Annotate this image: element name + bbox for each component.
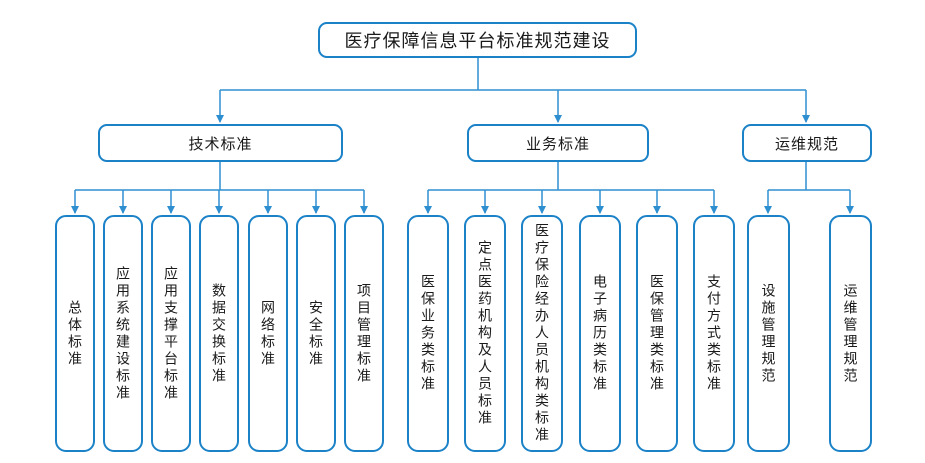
leaf-node-label: 医保管理类标准 <box>649 274 665 393</box>
leaf-node-label: 安全标准 <box>308 299 324 368</box>
leaf-node-label: 设施管理规范 <box>760 282 777 385</box>
root-node-platform-standards: 医疗保障信息平台标准规范建设 <box>318 22 637 58</box>
leaf-node: 应用支撑平台标准 <box>151 215 191 452</box>
leaf-node-label: 运维管理规范 <box>842 282 859 385</box>
leaf-node: 支付方式类标准 <box>693 215 735 452</box>
leaf-node: 医保业务类标准 <box>407 215 449 452</box>
leaf-node-label: 应用支撑平台标准 <box>163 265 179 402</box>
leaf-node-label: 支付方式类标准 <box>706 274 722 393</box>
leaf-node-label: 医疗保险经办人员机构类标准 <box>534 223 550 444</box>
leaf-node: 总体标准 <box>55 215 95 452</box>
leaf-node: 设施管理规范 <box>747 215 790 452</box>
leaf-node: 医保管理类标准 <box>636 215 678 452</box>
leaf-node-label: 网络标准 <box>260 299 276 368</box>
leaf-node: 项目管理标准 <box>344 215 384 452</box>
group-node-technical-standards: 技术标准 <box>98 124 343 162</box>
root-node-label: 医疗保障信息平台标准规范建设 <box>344 31 611 51</box>
leaf-node: 应用系统建设标准 <box>103 215 143 452</box>
leaf-node: 电子病历类标准 <box>579 215 621 452</box>
group-node-label: 运维规范 <box>774 135 839 153</box>
leaf-node-label: 数据交换标准 <box>211 282 227 385</box>
leaf-node-label: 医保业务类标准 <box>420 274 436 393</box>
group-node-label: 技术标准 <box>188 135 253 153</box>
leaf-node-label: 电子病历类标准 <box>592 274 608 393</box>
leaf-node-label: 总体标准 <box>67 299 83 368</box>
leaf-node-label: 定点医药机构及人员标准 <box>477 240 493 427</box>
leaf-node-label: 应用系统建设标准 <box>115 265 131 402</box>
leaf-node: 安全标准 <box>296 215 336 452</box>
group-node-business-standards: 业务标准 <box>467 124 649 162</box>
leaf-node: 运维管理规范 <box>829 215 872 452</box>
leaf-node: 定点医药机构及人员标准 <box>464 215 506 452</box>
group-node-label: 业务标准 <box>525 135 590 153</box>
leaf-node: 医疗保险经办人员机构类标准 <box>521 215 563 452</box>
leaf-node: 网络标准 <box>248 215 288 452</box>
leaf-node-label: 项目管理标准 <box>356 282 372 385</box>
leaf-node: 数据交换标准 <box>199 215 239 452</box>
group-node-ops-specifications: 运维规范 <box>742 124 872 162</box>
